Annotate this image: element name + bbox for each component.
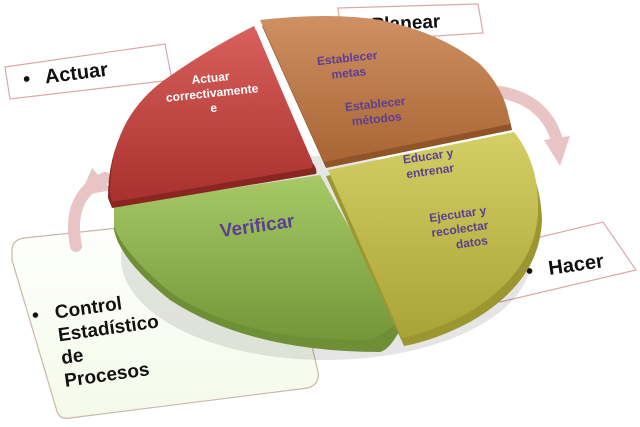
callout-bullet: • <box>22 68 32 91</box>
quadrant-actuar-text-3: e <box>210 101 218 116</box>
cycle-arrow-left <box>67 168 112 252</box>
callout-actuar: • Actuar <box>4 43 173 100</box>
quadrant-verificar: Verificar <box>114 175 402 352</box>
quadrant-planear-text-a2: metas <box>331 64 367 82</box>
callout-bullet: • <box>31 305 41 327</box>
quadrant-actuar-text-1: Actuar <box>191 69 231 87</box>
quadrant-planear-text-a1: Establecer <box>316 48 378 68</box>
callout-bullet: • <box>525 260 535 283</box>
quadrant-planear: Establecer metas Establecer métodos <box>260 16 512 168</box>
quadrant-hacer-text-b3: datos <box>455 233 489 251</box>
quadrant-hacer-text-a2: entrenar <box>405 161 455 182</box>
quadrant-hacer: Educar y entrenar Ejecutar y recolectar … <box>326 132 542 346</box>
cycle-arrow-right <box>494 86 570 166</box>
quadrant-actuar: Actuar correctivamente e <box>108 26 317 208</box>
quadrant-planear-text-b1: Establecer <box>344 94 406 114</box>
quadrant-planear-text-b2: métodos <box>351 109 403 128</box>
callout-control-line-3: de <box>60 345 85 369</box>
